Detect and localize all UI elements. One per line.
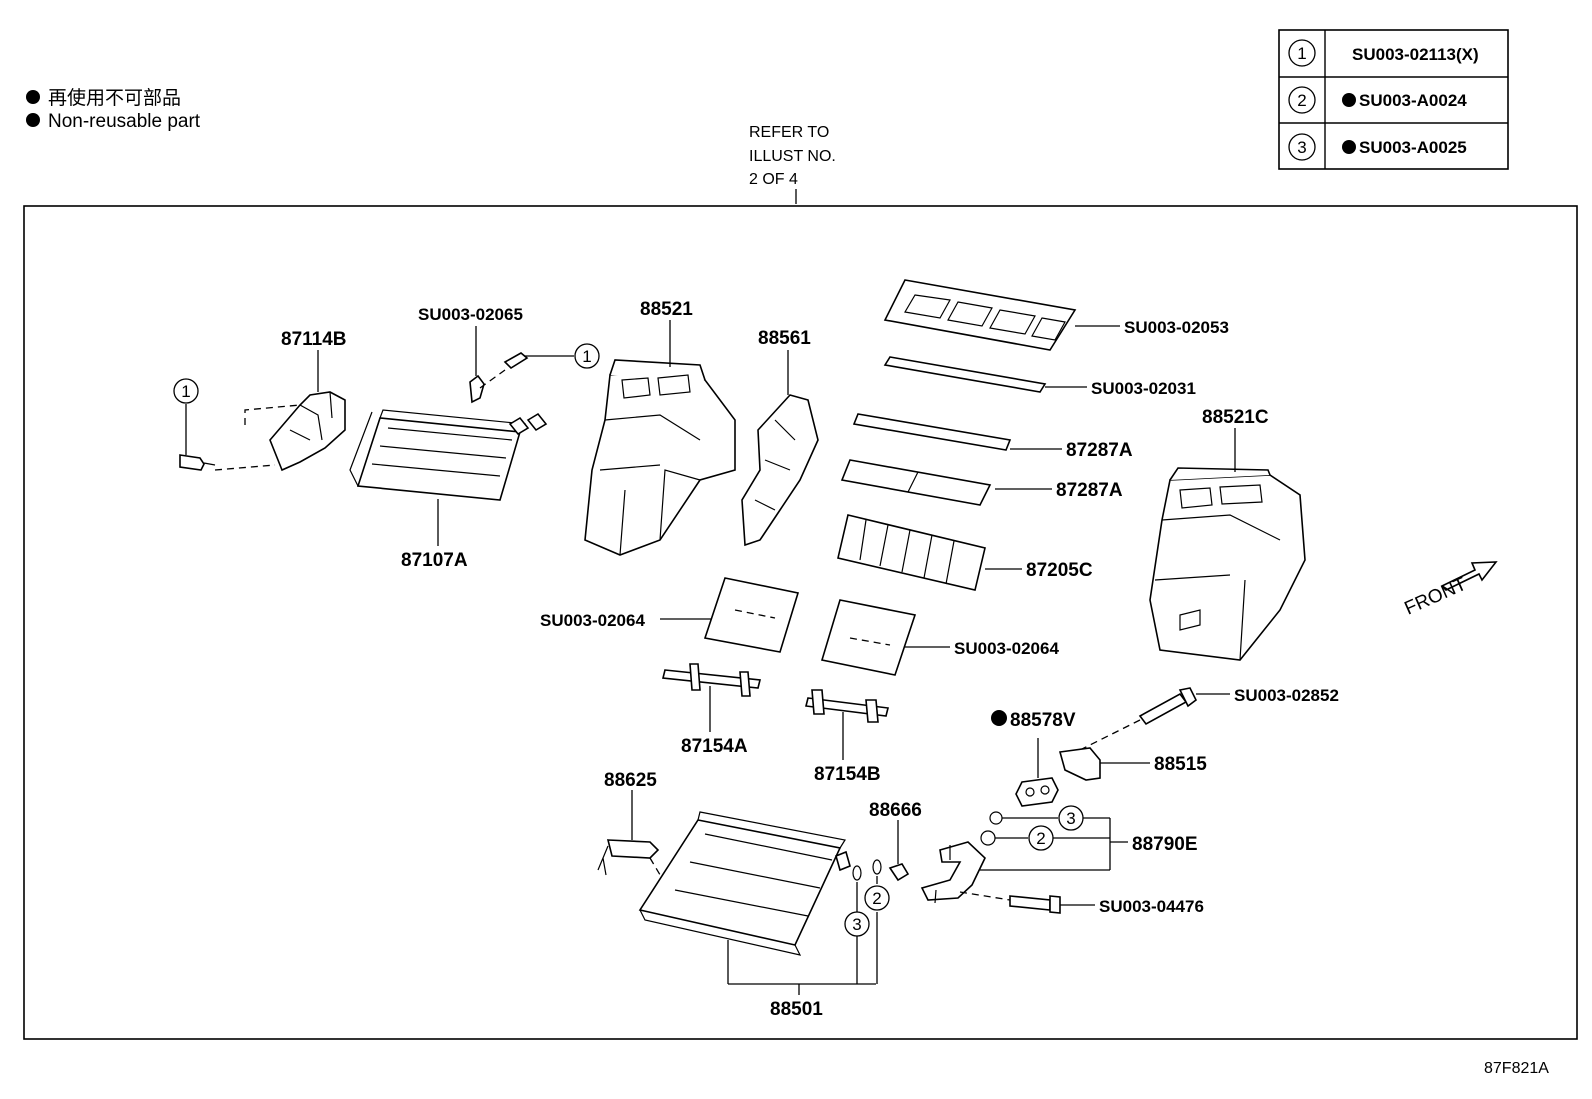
label-88501: 88501 [770, 999, 823, 1020]
legend-non-reusable-en: Non-reusable part [48, 111, 201, 132]
label-SU003-04476: SU003-04476 [1099, 897, 1204, 916]
part-87154B: 87154B [805, 689, 889, 785]
label-88790E: 88790E [1132, 834, 1198, 855]
callout-2-lower: 2 [872, 889, 881, 908]
legend: 再使用不可部品 Non-reusable part [26, 87, 201, 132]
part-87107A: 87107A [349, 409, 548, 571]
label-SU003-02064-1: SU003-02064 [540, 611, 645, 630]
legend-non-reusable-jp: 再使用不可部品 [48, 87, 181, 109]
label-88578V: 88578V [1010, 710, 1076, 731]
refer-to-line1: REFER TO [749, 124, 829, 141]
callout-3-lower: 3 [852, 915, 861, 934]
label-87287A-2: 87287A [1056, 480, 1123, 501]
part-88561: 88561 [741, 328, 819, 547]
part-88521C: 88521C [1149, 407, 1306, 661]
part-88501: 88501 [638, 811, 876, 1020]
label-88515: 88515 [1154, 754, 1207, 775]
callout-1-left: 1 [181, 382, 190, 401]
part-87205C: 87205C [837, 514, 1093, 591]
key-part-1: SU003-02113(X) [1352, 45, 1479, 64]
key-circle-3 [1288, 133, 1316, 161]
screw-top: 1 [503, 343, 600, 370]
label-SU003-02064-2: SU003-02064 [954, 639, 1059, 658]
label-SU003-02065: SU003-02065 [418, 305, 523, 324]
label-88521C: 88521C [1202, 407, 1269, 428]
callout-2-upper: 2 [1036, 829, 1045, 848]
key-non-reusable-bullet-3 [1342, 140, 1356, 154]
label-88521: 88521 [640, 299, 693, 320]
label-88561: 88561 [758, 328, 811, 349]
label-SU003-02031: SU003-02031 [1091, 379, 1196, 398]
label-87114B: 87114B [281, 329, 347, 350]
part-87287A-lower: 87287A [840, 459, 1123, 506]
key-table: 1 SU003-02113(X) 2 SU003-A0024 3 SU003-A… [1278, 29, 1509, 170]
part-88515: 88515 [1058, 747, 1207, 781]
refer-to-line3: 2 OF 4 [749, 171, 798, 188]
front-indicator: FRONT [1401, 561, 1498, 620]
label-88666: 88666 [869, 800, 922, 821]
part-87154A: 87154A [662, 663, 761, 757]
label-87205C: 87205C [1026, 560, 1093, 581]
part-88790E: 3 2 88790E [920, 805, 1198, 904]
part-SU003-04476: SU003-04476 [959, 891, 1204, 916]
label-87287A-1: 87287A [1066, 440, 1133, 461]
label-87154A: 87154A [681, 736, 748, 757]
non-reusable-bullet-88578V [991, 710, 1007, 726]
o-rings-88501: 3 2 [844, 859, 890, 984]
key-circle-1 [1288, 39, 1316, 67]
part-88521: 88521 [584, 299, 736, 556]
part-SU003-02852: SU003-02852 [1079, 686, 1339, 751]
illustration-code: 87F821A [1484, 1060, 1549, 1077]
legend-bullet-en [26, 113, 40, 127]
callout-3-upper: 3 [1066, 809, 1075, 828]
callout-1-top: 1 [582, 347, 591, 366]
part-SU003-02065: SU003-02065 [418, 305, 523, 404]
refer-to-note: REFER TO ILLUST NO. 2 OF 4 [749, 124, 836, 204]
legend-bullet-jp [26, 90, 40, 104]
refer-to-line2: ILLUST NO. [749, 148, 836, 165]
part-87287A-upper: 87287A [852, 413, 1133, 461]
label-SU003-02053: SU003-02053 [1124, 318, 1229, 337]
key-non-reusable-bullet-2 [1342, 93, 1356, 107]
key-part-3: SU003-A0025 [1359, 138, 1467, 157]
part-SU003-02064-right: SU003-02064 [820, 599, 1059, 676]
screw-left: 1 [173, 378, 301, 471]
key-part-2: SU003-A0024 [1359, 91, 1467, 110]
front-label: FRONT [1401, 574, 1470, 620]
key-num-3: 3 [1297, 138, 1306, 157]
part-SU003-02053: SU003-02053 [883, 279, 1229, 351]
part-88666: 88666 [869, 800, 922, 882]
key-row-2: 2 SU003-A0024 [1288, 86, 1467, 114]
part-88578V: 88578V [991, 710, 1076, 807]
part-SU003-02031: SU003-02031 [883, 356, 1196, 398]
key-num-1: 1 [1297, 44, 1306, 63]
label-87154B: 87154B [814, 764, 881, 785]
label-88625: 88625 [604, 770, 657, 791]
part-SU003-02064-left: SU003-02064 [540, 577, 800, 653]
key-row-1: 1 SU003-02113(X) [1288, 39, 1479, 67]
label-SU003-02852: SU003-02852 [1234, 686, 1339, 705]
part-87114B: 87114B [269, 329, 347, 472]
key-circle-2 [1288, 86, 1316, 114]
key-row-3: 3 SU003-A0025 [1288, 133, 1467, 161]
diagram-frame [23, 205, 1578, 1040]
label-87107A: 87107A [401, 550, 468, 571]
key-num-2: 2 [1297, 91, 1306, 110]
